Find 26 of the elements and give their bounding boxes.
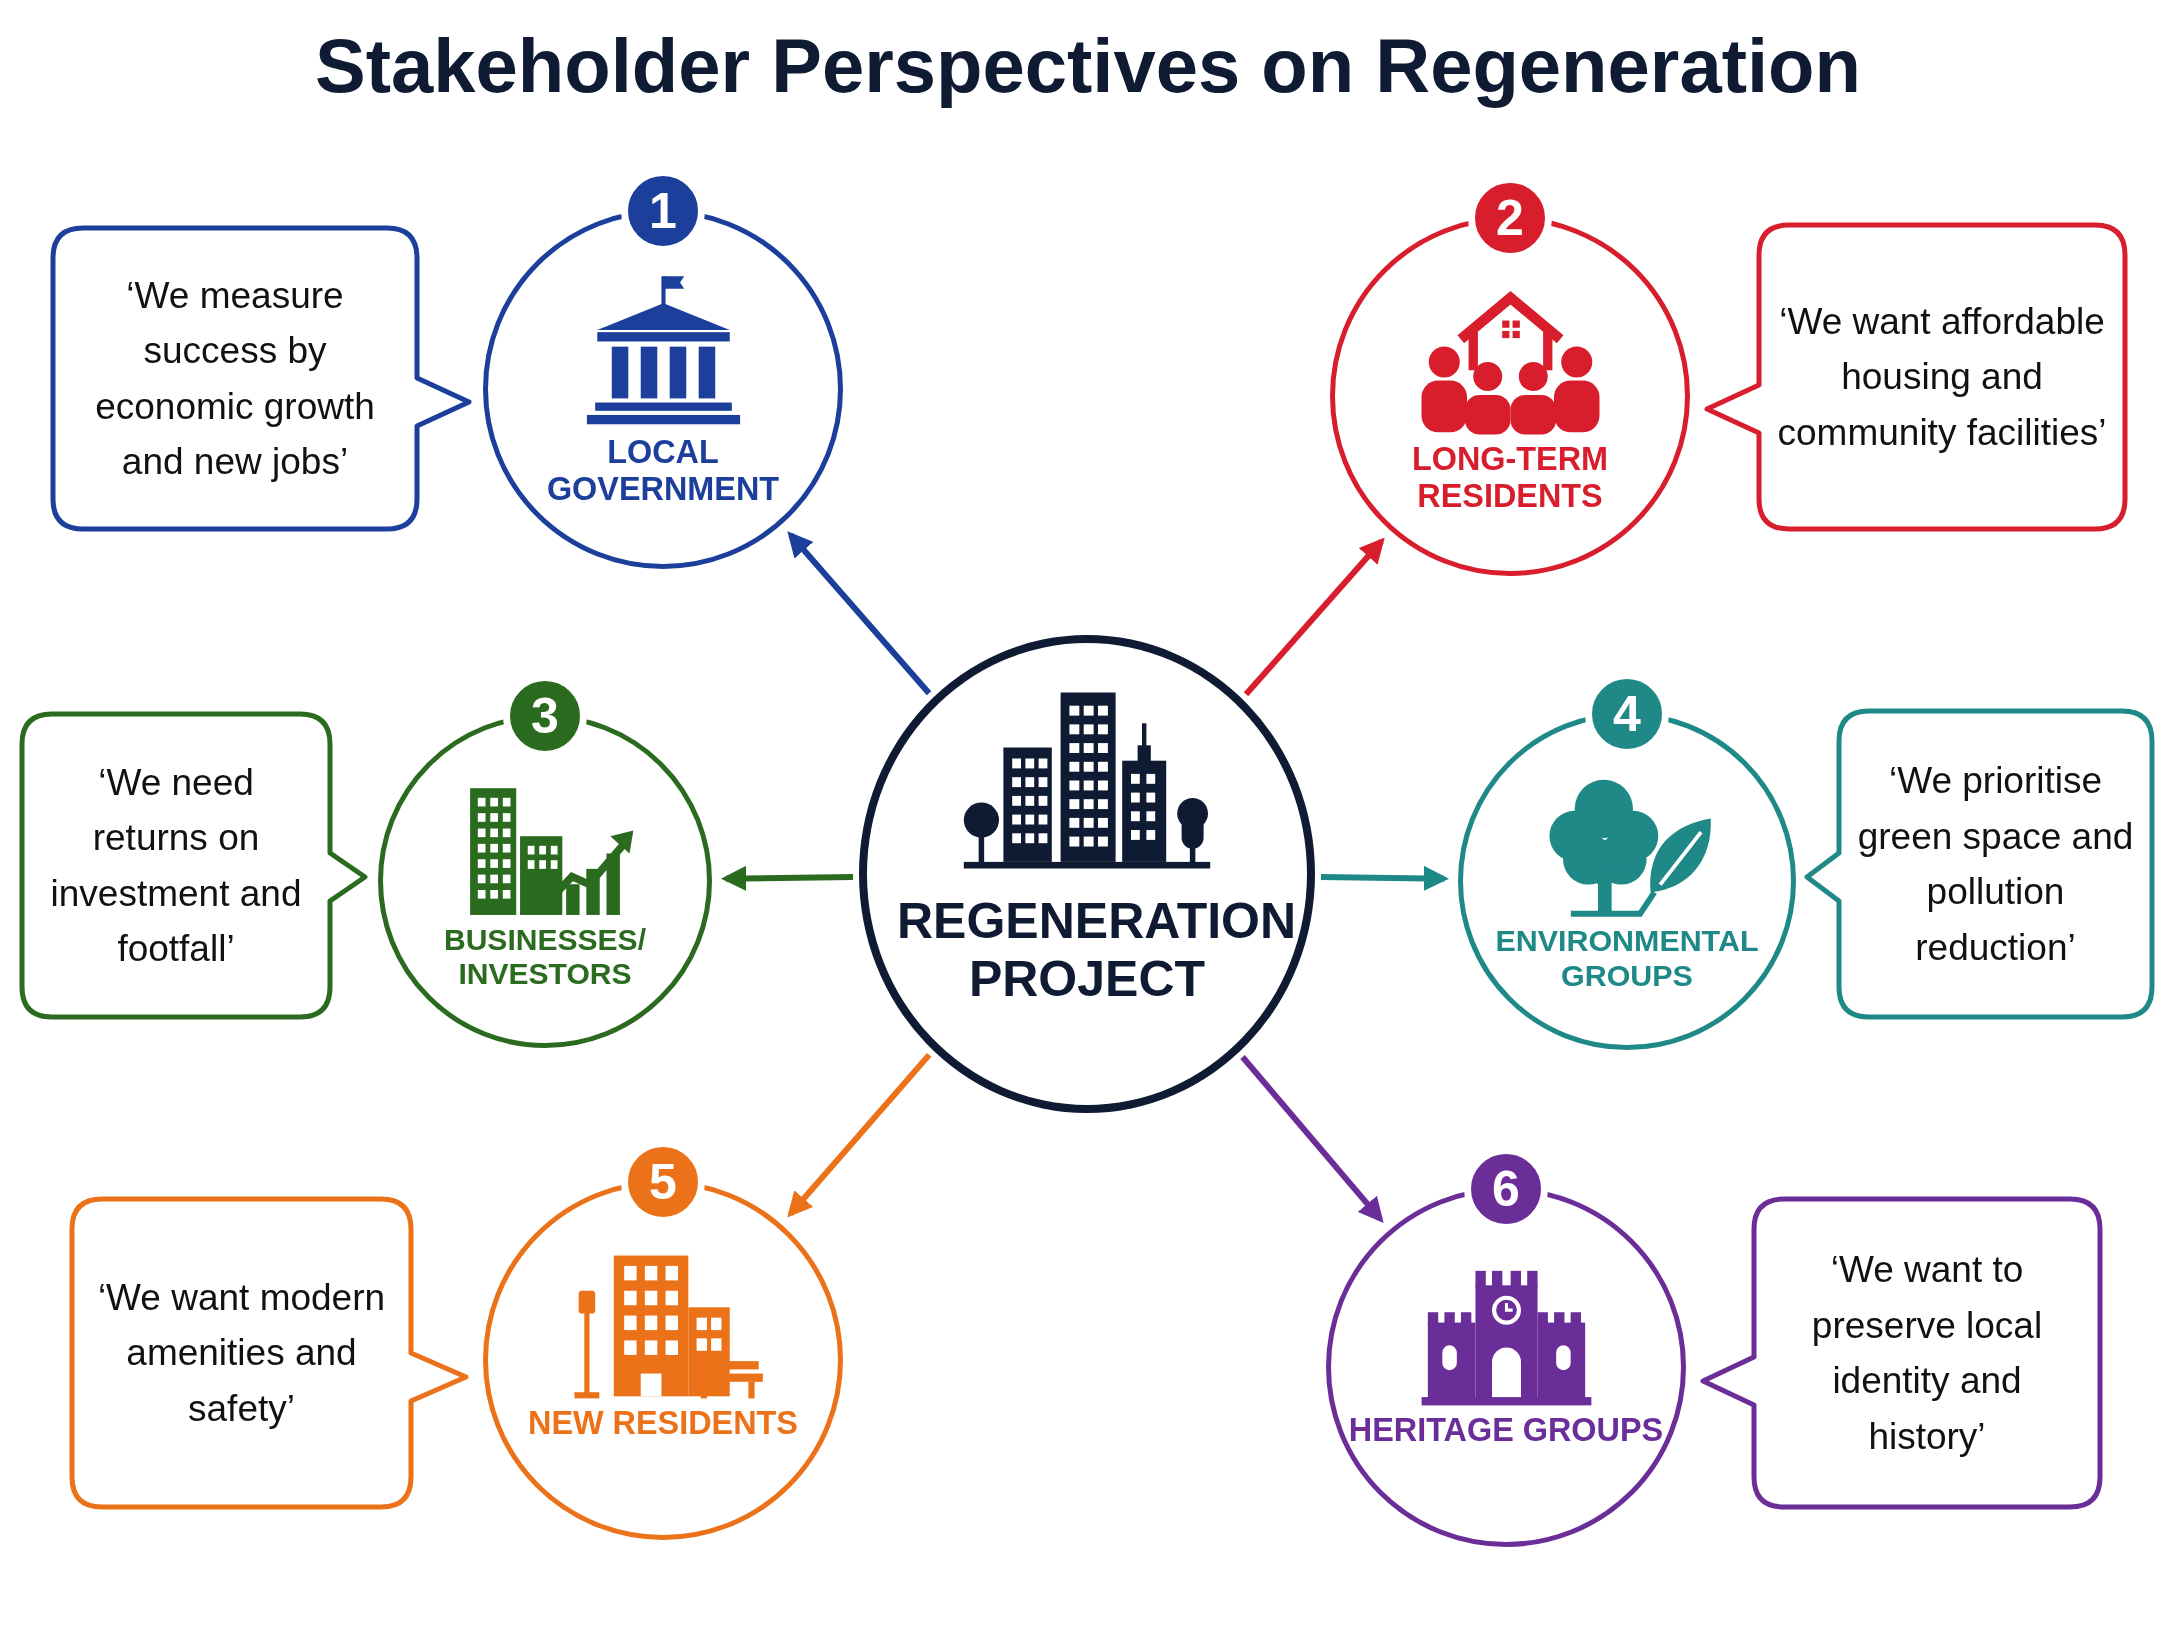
arrow — [1320, 865, 1450, 891]
stakeholder-label: LONG-TERM RESIDENTS — [1410, 440, 1610, 516]
arrow — [1243, 537, 1385, 697]
stakeholder-label: HERITAGE GROUPS — [1347, 1411, 1665, 1449]
quote-text: ‘We need returns on investment and footfall’ — [49, 760, 303, 971]
quote-text: ‘We want modern amenities and safety’ — [96, 1275, 387, 1431]
speech-bubble — [1704, 222, 2128, 532]
speech-bubble — [50, 225, 472, 532]
stakeholder-label: NEW RESIDENTS — [527, 1404, 799, 1442]
quote-text: ‘We measure success by economic growth and new jobs’ — [94, 273, 376, 484]
quote-text: ‘We prioritise green space and pollution reduction’ — [1856, 759, 2135, 970]
quote-text: ‘We want to preserve local identity and history’ — [1810, 1248, 2044, 1459]
project-label: REGENERATION PROJECT — [896, 893, 1298, 1008]
diagram-title: Stakeholder Perspectives on Regeneration — [314, 22, 1862, 109]
arrow — [1240, 1055, 1384, 1223]
speech-bubble — [69, 1196, 469, 1510]
arrow — [787, 1052, 932, 1218]
quote-text: ‘We want affordable housing and community facilities’ — [1776, 299, 2108, 455]
speech-bubble — [1804, 708, 2155, 1020]
arrow — [720, 865, 854, 891]
arrow — [787, 531, 932, 696]
stakeholder-label: ENVIRONMENTAL GROUPS — [1494, 923, 1760, 994]
stakeholder-label: BUSINESSES/ INVESTORS — [442, 922, 647, 992]
stakeholder-label: LOCAL GOVERNMENT — [545, 433, 781, 509]
speech-bubble — [1700, 1196, 2103, 1510]
speech-bubble — [19, 711, 368, 1020]
